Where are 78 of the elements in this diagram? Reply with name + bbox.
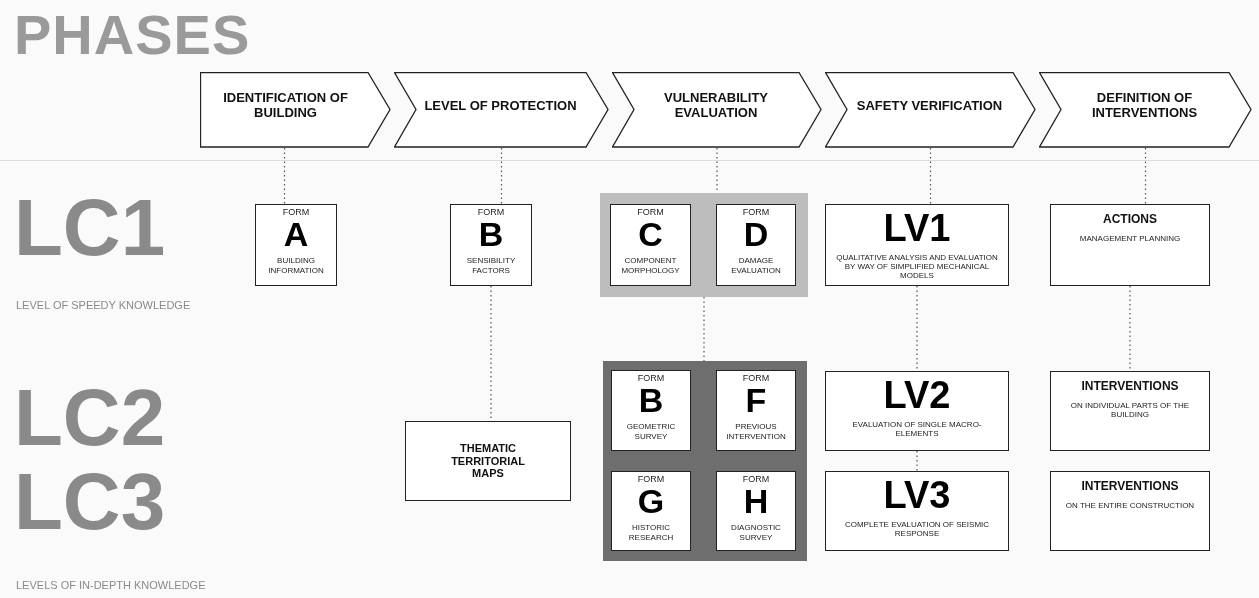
level-description: LEVELS OF IN-DEPTH KNOWLEDGE: [16, 580, 206, 591]
phase-name: IDENTIFICATION OF BUILDING: [222, 91, 349, 121]
form-card: [716, 370, 796, 451]
phase-banner: [825, 72, 1036, 148]
form-letter: A: [283, 217, 309, 252]
phase-banner: [1039, 72, 1252, 148]
dotted-connector: [283, 147, 286, 205]
form-card: [255, 204, 337, 286]
intervention-card: [1050, 204, 1210, 286]
level-card: [825, 204, 1009, 286]
intervention-card: [1050, 371, 1210, 451]
level-code: LC2: [14, 378, 166, 458]
form-description: DAMAGE EVALUATION: [730, 256, 782, 275]
form-letter: B: [638, 383, 664, 418]
form-label: FORM: [477, 207, 505, 218]
phase-name: DEFINITION OF INTERVENTIONS: [1090, 91, 1199, 121]
card-description: ON INDIVIDUAL PARTS OF THE BUILDING: [1069, 400, 1191, 420]
form-card: [716, 204, 796, 286]
level-code: LV3: [883, 476, 951, 514]
form-label: FORM: [742, 373, 770, 384]
level-code: LC1: [14, 188, 166, 268]
dotted-connector: [500, 147, 503, 205]
form-description: GEOMETRIC SURVEY: [625, 422, 677, 441]
form-description: HISTORIC RESEARCH: [627, 523, 675, 542]
level-card: [825, 371, 1009, 451]
form-letter: F: [745, 383, 767, 418]
intervention-card: [1050, 471, 1210, 551]
card-heading: THEMATIC TERRITORIAL MAPS: [450, 442, 526, 480]
form-description: COMPONENT MORPHOLOGY: [620, 256, 681, 275]
card-heading: ACTIONS: [1103, 213, 1157, 227]
form-card: [716, 471, 796, 551]
form-label: FORM: [742, 207, 770, 218]
level-code: LC3: [14, 462, 166, 542]
form-letter: D: [743, 217, 769, 252]
form-description: PREVIOUS INTERVENTION: [725, 422, 787, 441]
form-label: FORM: [637, 373, 665, 384]
level-card: [825, 471, 1009, 551]
card-heading: INTERVENTIONS: [1081, 380, 1179, 394]
phase-banner: [612, 72, 822, 148]
form-letter: G: [637, 484, 665, 519]
phase-name: SAFETY VERIFICATION: [856, 98, 1003, 114]
level-code: LV1: [883, 209, 951, 247]
phase-banner: [394, 72, 609, 148]
dotted-connector: [916, 450, 918, 472]
card-heading: INTERVENTIONS: [1081, 480, 1179, 494]
form-card: [610, 204, 691, 286]
form-description: BUILDING INFORMATION: [267, 256, 325, 275]
form-label: FORM: [282, 207, 310, 218]
dotted-connector: [1144, 147, 1147, 205]
dotted-connector: [916, 285, 918, 372]
form-label: FORM: [637, 474, 665, 485]
form-letter: C: [638, 217, 663, 252]
card-description: MANAGEMENT PLANNING: [1078, 233, 1182, 243]
card-description: ON THE ENTIRE CONSTRUCTION: [1064, 500, 1196, 510]
form-card: [611, 471, 691, 551]
dotted-connector: [929, 147, 932, 205]
phase-name: LEVEL OF PROTECTION: [424, 98, 577, 114]
phase-banner: [200, 72, 391, 148]
dotted-connector: [1129, 285, 1131, 372]
form-card: [611, 370, 691, 451]
form-card: [450, 204, 532, 286]
level-description: EVALUATION OF SINGLE MACRO-ELEMENTS: [851, 420, 983, 439]
level-code: LV2: [883, 376, 951, 414]
form-label: FORM: [742, 474, 770, 485]
level-description: LEVEL OF SPEEDY KNOWLEDGE: [16, 300, 191, 311]
form-description: SENSIBILITY FACTORS: [465, 256, 517, 275]
group-panel: [600, 193, 808, 297]
form-label: FORM: [637, 207, 664, 218]
map-card: [405, 421, 571, 501]
form-description: DIAGNOSTIC SURVEY: [730, 523, 782, 542]
phase-name: VULNERABILITY EVALUATION: [663, 91, 769, 121]
level-description: COMPLETE EVALUATION OF SEISMIC RESPONSE: [843, 520, 991, 539]
title: PHASES: [14, 2, 251, 67]
dotted-connector: [703, 296, 705, 362]
form-letter: H: [743, 484, 769, 519]
form-letter: B: [478, 217, 504, 252]
level-description: QUALITATIVE ANALYSIS AND EVALUATION BY WAY OF SIMPLIFIED MECHANICAL MODELS: [835, 253, 999, 281]
group-panel: [603, 361, 807, 561]
